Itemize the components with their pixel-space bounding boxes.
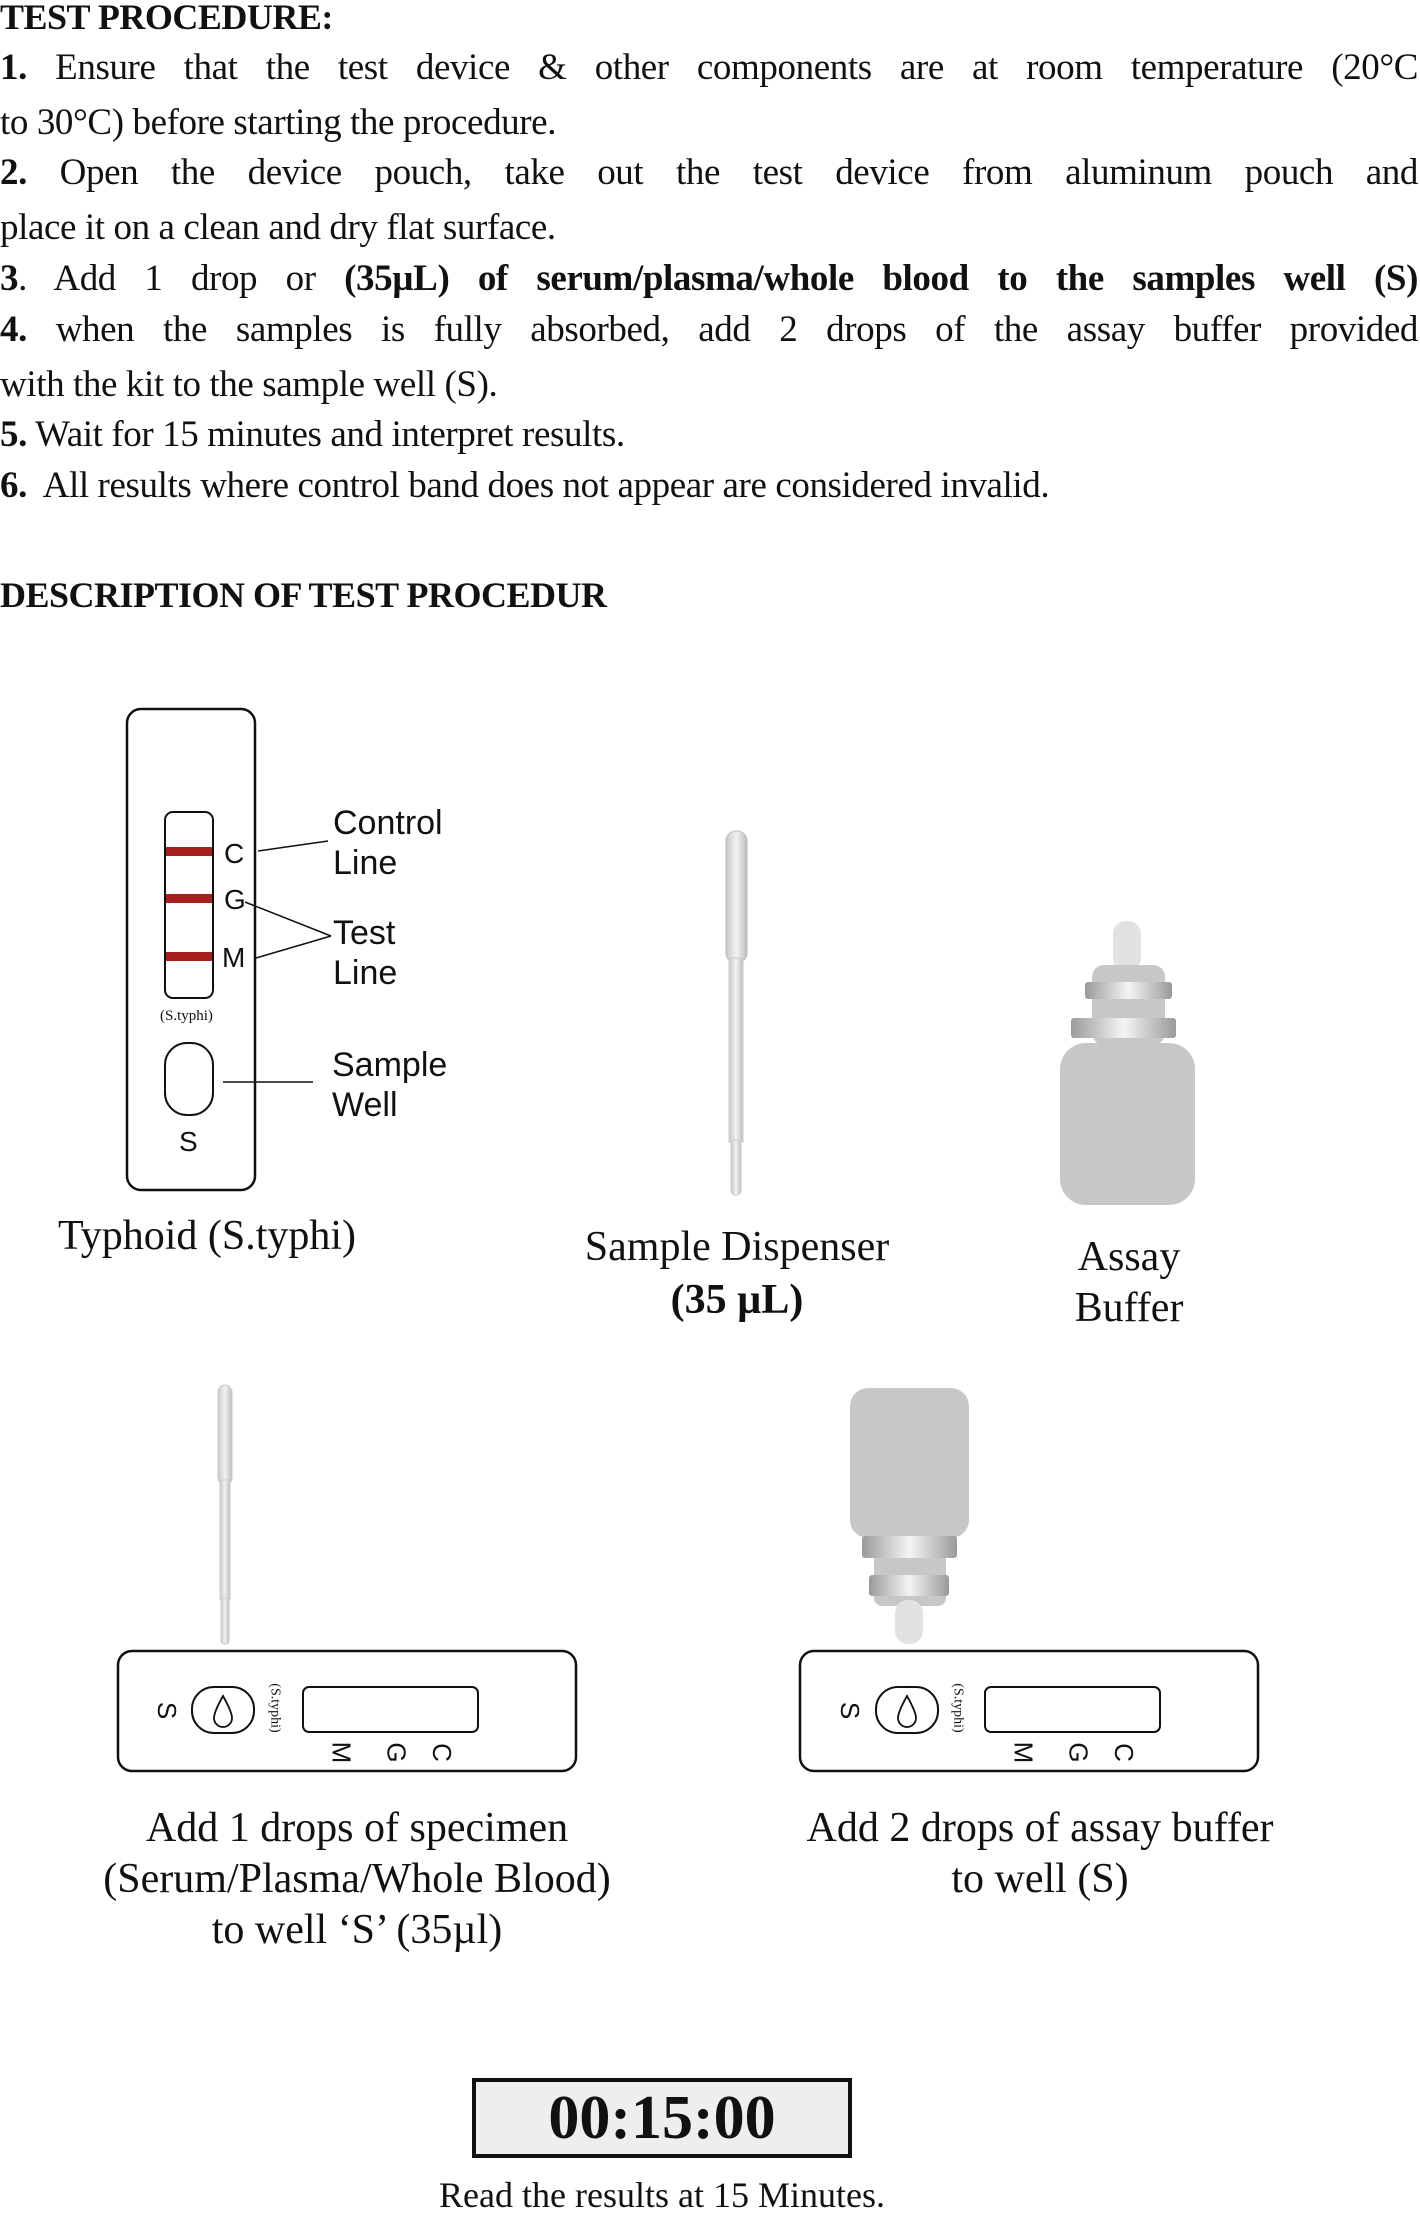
letter-c-left: C <box>426 1743 457 1762</box>
step-number: 4. <box>0 309 27 350</box>
well-letter-right: S <box>835 1701 866 1720</box>
well-letter: S <box>179 1126 198 1157</box>
caption-line: (Serum/Plasma/Whole Blood) <box>103 1856 611 1902</box>
label-line: Sample <box>332 1046 448 1084</box>
step-number: 6. <box>0 465 27 506</box>
label-line: Control <box>333 804 443 842</box>
step-4-line-2: with the kit to the sample well (S). <box>0 364 498 405</box>
description-title: DESCRIPTION OF TEST PROCEDUR <box>0 575 607 615</box>
step-4-line-1: 4. when the samples is fully absorbed, a… <box>0 308 1418 352</box>
strain-label: (S.typhi) <box>160 1008 213 1024</box>
step-text: Ensure that the test device & other comp… <box>55 47 1419 88</box>
letter-g: G <box>224 884 246 915</box>
step-1-line-2: to 30°C) before starting the procedure. <box>0 102 557 143</box>
step-3-line-1: 3. Add 1 drop or (35µL) of serum/plasma/… <box>0 257 1418 301</box>
step-1-line-1: 1. Ensure that the test device & other c… <box>0 46 1418 90</box>
label-line: Test <box>333 914 396 952</box>
test-band-m <box>166 952 212 961</box>
well-letter-left: S <box>152 1701 183 1720</box>
sample-dispenser-icon <box>725 830 748 1196</box>
caption-line: Assay <box>1077 1234 1181 1280</box>
strain-label-left: (S.typhi) <box>267 1683 283 1733</box>
label-line: Line <box>333 954 398 992</box>
step-text: . Add 1 drop or <box>18 258 345 299</box>
dispenser-caption: Sample Dispenser <box>584 1224 890 1270</box>
control-band <box>166 847 212 856</box>
letter-g-left: G <box>381 1742 412 1763</box>
device-caption: Typhoid (S.typhi) <box>57 1213 357 1259</box>
label-line: Well <box>332 1086 398 1124</box>
step-text: Open the device pouch, take out the test… <box>59 152 1419 193</box>
strain-label-right: (S.typhi) <box>950 1683 966 1733</box>
letter-c-right: C <box>1108 1743 1139 1762</box>
timer-note: Read the results at 15 Minutes. <box>439 2175 885 2215</box>
test-band-g <box>166 894 212 903</box>
caption-line: to well ‘S’ (35µl) <box>211 1907 503 1953</box>
letter-c: C <box>224 838 245 869</box>
label-line: Line <box>333 844 398 882</box>
step-2-line-2: place it on a clean and dry flat surface… <box>0 207 556 248</box>
step-text: All results where control band does not … <box>42 465 1050 506</box>
caption-line: Buffer <box>1074 1285 1184 1331</box>
step-text-bold: (35µL) of serum/plasma/whole blood to th… <box>344 258 1418 299</box>
step-5: 5. Wait for 15 minutes and interpret res… <box>0 413 1418 457</box>
caption-line: Add 1 drops of specimen <box>145 1805 569 1851</box>
dispenser-volume: (35 µL) <box>670 1277 804 1323</box>
step-number: 1. <box>0 47 27 88</box>
letter-g-right: G <box>1063 1742 1094 1763</box>
buffer-step-caption: Add 2 drops of assay buffer to well (S) <box>807 1803 1274 1905</box>
letter-m-right: M <box>1008 1741 1039 1764</box>
assay-buffer-bottle-icon <box>1060 921 1195 1205</box>
specimen-step-illustration <box>116 1384 578 1773</box>
step-number: 5. <box>0 414 27 455</box>
step-text: when the samples is fully absorbed, add … <box>55 309 1419 350</box>
step-6: 6. All results where control band does n… <box>0 464 1418 508</box>
letter-m: M <box>222 942 246 973</box>
step-number: 3 <box>0 258 19 299</box>
specimen-step-caption: Add 1 drops of specimen (Serum/Plasma/Wh… <box>103 1803 610 1956</box>
buffer-step-illustration <box>798 1388 1260 1773</box>
step-text: Wait for 15 minutes and interpret result… <box>35 414 625 455</box>
caption-line: Add 2 drops of assay buffer <box>806 1805 1274 1851</box>
caption-line: to well (S) <box>951 1856 1129 1902</box>
step-2-line-1: 2. Open the device pouch, take out the t… <box>0 151 1418 195</box>
letter-m-left: M <box>326 1741 357 1764</box>
step-number: 2. <box>0 152 27 193</box>
procedure-title: TEST PROCEDURE: <box>0 0 333 37</box>
timer-display: 00:15:00 <box>472 2078 852 2158</box>
test-device-vertical <box>125 707 332 1192</box>
